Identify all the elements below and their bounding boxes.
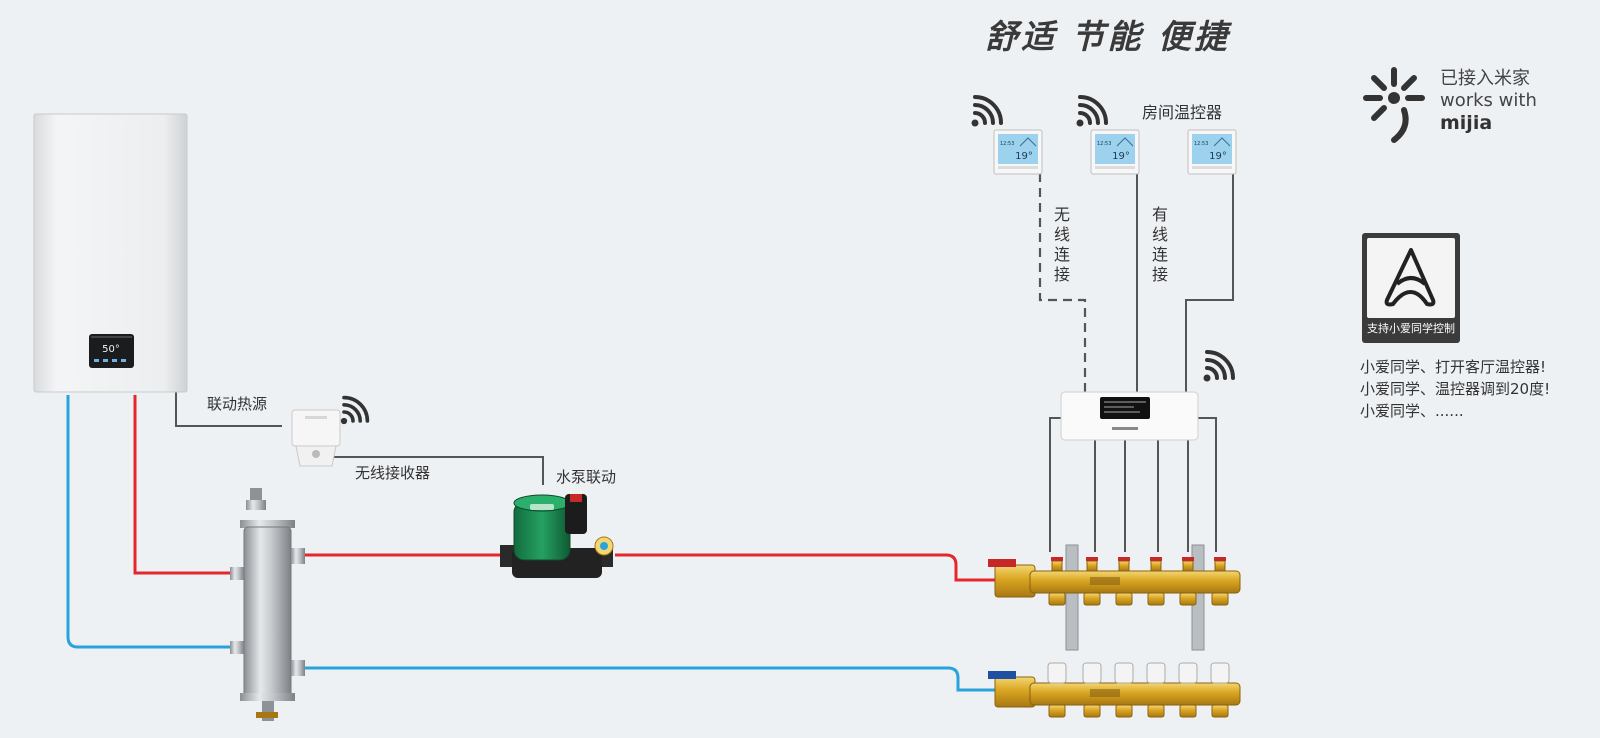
heat-source-link-label: 联动热源 <box>207 395 268 413</box>
thermostat-3: 19°12:53 <box>1187 129 1237 175</box>
voice-commands: 小爱同学、打开客厅温控器! 小爱同学、温控器调到20度! 小爱同学、...... <box>1360 356 1550 422</box>
xiaoai-badge: 支持小爱同学控制 <box>1362 233 1460 343</box>
thermostat-group-label: 房间温控器 <box>1142 103 1223 122</box>
wireless-receiver-label: 无线接收器 <box>355 464 431 482</box>
hydraulic-separator <box>230 488 305 721</box>
supply-pipe <box>133 395 995 582</box>
xiaoai-badge-label: 支持小爱同学控制 <box>1367 322 1455 335</box>
pump-link-label: 水泵联动 <box>556 468 617 486</box>
wifi-icon <box>1076 95 1108 127</box>
thermostat-2: 19°12:53 <box>1090 129 1140 175</box>
xiaoai-logo-icon <box>1384 248 1436 307</box>
wifi-icons <box>340 95 1235 425</box>
mijia-logo-icon <box>1363 67 1425 143</box>
manifold-port <box>1210 662 1230 718</box>
thermostat-1: 19°12:53 <box>993 129 1043 175</box>
mijia-brand: mijia <box>1440 112 1493 134</box>
manifold-port <box>1048 557 1066 606</box>
thermostat-clock: 12:53 <box>1000 141 1014 147</box>
thermostat-temp-value: 19° <box>1015 151 1033 162</box>
mijia-badge: 已接入米家 works with mijia <box>1440 68 1537 134</box>
wall-hung-boiler: 50° <box>33 113 188 393</box>
wifi-icon <box>1203 350 1235 382</box>
mijia-line1: 已接入米家 <box>1440 68 1530 89</box>
mijia-line2: works with <box>1440 90 1537 111</box>
manifold-port <box>1083 557 1101 606</box>
supply-manifold <box>988 544 1241 651</box>
wireless-receiver-device <box>291 409 341 467</box>
manifold-port <box>1211 557 1229 606</box>
manifold-port <box>1047 662 1067 718</box>
wired-link-label: 有线连接 <box>1151 205 1168 284</box>
manifold-port <box>1082 662 1102 718</box>
thermostat-temp-value: 19° <box>1112 151 1130 162</box>
supply-ports <box>1048 557 1229 606</box>
manifold-port <box>1114 662 1134 718</box>
central-controller <box>1060 391 1199 441</box>
circulation-pump <box>500 494 614 578</box>
manifold-port <box>1178 662 1198 718</box>
signal-wires <box>175 173 1234 552</box>
manifold-port <box>1146 662 1166 718</box>
wifi-icon <box>971 95 1003 127</box>
voice-command-1: 小爱同学、打开客厅温控器! <box>1360 358 1547 376</box>
return-pipe <box>66 395 995 692</box>
voice-command-3: 小爱同学、...... <box>1360 402 1464 420</box>
manifold-port <box>1147 557 1165 606</box>
thermostat-clock: 12:53 <box>1194 141 1208 147</box>
return-ports <box>1047 662 1230 718</box>
boiler-display-value: 50° <box>102 344 120 355</box>
wireless-link-dashed <box>1038 173 1087 392</box>
wifi-icon <box>340 395 370 425</box>
wireless-link-label: 无线连接 <box>1053 205 1070 284</box>
thermostat-clock: 12:53 <box>1097 141 1111 147</box>
manifold-port <box>1179 557 1197 606</box>
voice-command-2: 小爱同学、温控器调到20度! <box>1360 380 1551 398</box>
return-manifold <box>988 662 1241 718</box>
thermostat-temp-value: 19° <box>1209 151 1227 162</box>
slogan: 舒适 节能 便捷 <box>985 17 1230 56</box>
manifold-port <box>1115 557 1133 606</box>
